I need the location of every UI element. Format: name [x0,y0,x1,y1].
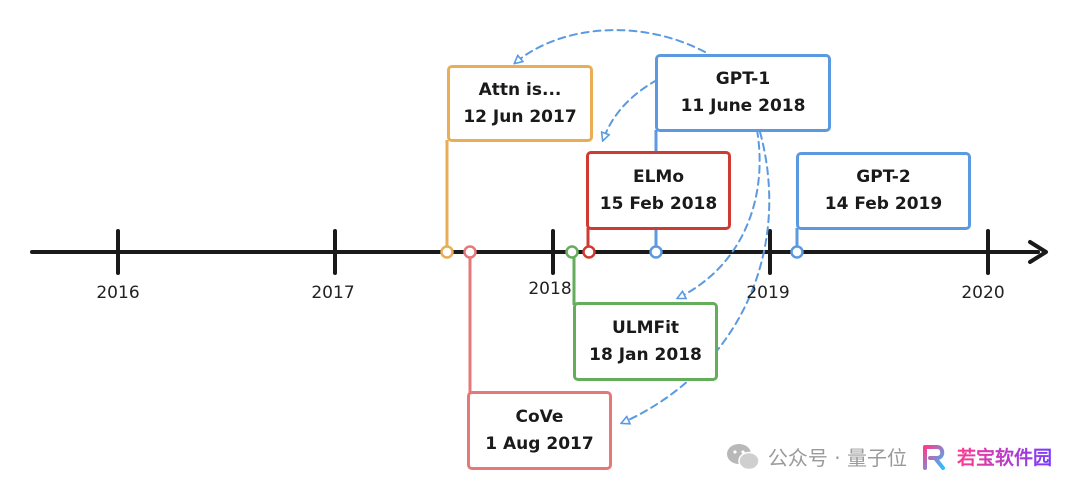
influence-arrows [515,29,771,423]
marker-ulmfit [565,245,579,259]
marker-attn [440,245,454,259]
event-box-gpt2: GPT-2 14 Feb 2019 [796,152,971,230]
event-date: 11 June 2018 [680,96,806,116]
wechat-icon [726,443,760,470]
event-title: GPT-2 [856,167,911,187]
event-date: 18 Jan 2018 [589,344,702,365]
axis-arrowhead [1028,240,1048,264]
year-label-2017: 2017 [311,283,355,303]
arrow-gpt1-to-cove [622,131,771,423]
event-date: 15 Feb 2018 [599,193,718,214]
event-title: Attn is... [478,79,562,100]
event-date: 12 Jun 2017 [463,106,577,127]
year-label-2020: 2020 [961,283,1005,303]
event-box-elmo: ELMo 15 Feb 2018 [586,151,731,230]
event-title: GPT-1 [715,69,771,89]
marker-gpt1 [649,245,663,259]
brand-logo: 若宝软件园 [914,441,1058,472]
marker-cove [463,245,477,259]
event-date: 14 Feb 2019 [824,194,943,214]
arrow-gpt1-to-ulmfit [678,129,761,298]
year-label-2019: 2019 [746,283,790,303]
event-date: 1 Aug 2017 [485,433,594,454]
event-box-cove: CoVe 1 Aug 2017 [467,391,612,470]
arrow-gpt1-to-elmo [603,79,658,140]
event-box-ulmfit: ULMFit 18 Jan 2018 [573,302,718,381]
event-title: ELMo [632,166,685,187]
year-label-2018: 2018 [528,279,572,299]
watermark-wechat-text: 公众号 · 量子位 [767,446,907,470]
arrow-gpt1-to-attn [515,29,706,63]
event-box-gpt1: GPT-1 11 June 2018 [655,54,831,132]
marker-elmo [582,245,596,259]
event-title: CoVe [515,406,564,427]
watermark: 公众号 · 量子位 若宝软件园 [726,441,1058,472]
event-box-attn: Attn is... 12 Jun 2017 [447,65,593,142]
brand-text: 若宝软件园 [957,443,1052,470]
event-title: ULMFit [611,317,680,338]
year-label-2016: 2016 [96,283,140,303]
brand-r-icon [922,444,945,470]
marker-gpt2 [790,245,804,259]
